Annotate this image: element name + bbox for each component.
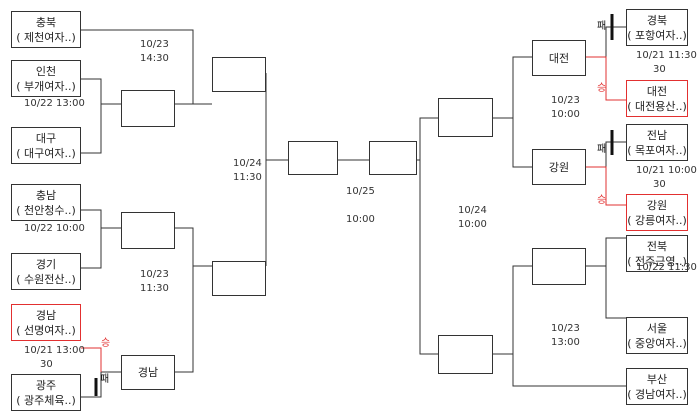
loss-mark-gyeongbuk: 패: [597, 21, 607, 32]
team-school: ( 강릉여자..): [627, 213, 687, 227]
team-school: ( 선명여자..): [16, 323, 76, 337]
schedule-gyeongnam-date: 10/21 13:00: [24, 345, 85, 356]
team-daejeon[interactable]: 대전 ( 대전용산..): [626, 80, 688, 117]
team-school: ( 대전용산..): [627, 99, 687, 113]
team-region: 부산: [646, 372, 668, 386]
slot-right-r2-bottom: [438, 335, 493, 374]
team-jeonnam[interactable]: 전남 ( 목포여자..): [626, 124, 688, 161]
team-school: ( 제천여자..): [16, 30, 76, 44]
team-jeonbuk[interactable]: 전북 ( 전주근영..): [626, 235, 688, 272]
schedule-gyeongbuk-extra: 30: [653, 64, 666, 75]
team-busan[interactable]: 부산 ( 경남여자..): [626, 368, 688, 405]
team-chungnam[interactable]: 충남 ( 천안청수..): [11, 184, 81, 221]
schedule-right-r1-top-date: 10/23: [551, 95, 580, 106]
schedule-left-r2-time: 11:30: [233, 172, 262, 183]
schedule-left-r1-bottom-time: 11:30: [140, 283, 169, 294]
team-region: 경남: [35, 308, 57, 322]
schedule-right-r2-time: 10:00: [458, 219, 487, 230]
team-school: ( 대구여자..): [16, 146, 76, 160]
team-school: ( 수원전산..): [16, 272, 76, 286]
team-gwangju[interactable]: 광주 ( 광주체육..): [11, 374, 81, 411]
team-region: 강원: [646, 198, 668, 212]
schedule-gyeongnam-extra: 30: [40, 359, 53, 370]
schedule-incheon: 10/22 13:00: [24, 98, 85, 109]
team-region: 인천: [35, 64, 57, 78]
schedule-left-r1-top-time: 14:30: [140, 53, 169, 64]
team-gangwon[interactable]: 강원 ( 강릉여자..): [626, 194, 688, 231]
schedule-jeonnam-date: 10/21 10:00: [636, 165, 697, 176]
schedule-final-date: 10/25: [346, 186, 375, 197]
team-region: 대전: [646, 84, 668, 98]
team-region: 경기: [35, 257, 57, 271]
team-region: 전북: [646, 239, 668, 253]
advanced-team: 대전: [548, 51, 570, 65]
advanced-team: 강원: [548, 160, 570, 174]
team-school: ( 중앙여자..): [627, 336, 687, 350]
team-region: 충남: [35, 188, 57, 202]
schedule-jeonnam-extra: 30: [653, 179, 666, 190]
loss-mark-gwangju: 패: [100, 374, 110, 385]
team-incheon[interactable]: 인천 ( 부개여자..): [11, 60, 81, 97]
team-school: ( 부개여자..): [16, 79, 76, 93]
slot-semifinal-right: [369, 141, 417, 175]
team-region: 서울: [646, 321, 668, 335]
schedule-chungnam: 10/22 10:00: [24, 223, 85, 234]
team-school: ( 경남여자..): [627, 387, 687, 401]
slot-right-gangwon[interactable]: 강원: [532, 149, 586, 185]
schedule-jeonbuk: 10/22 11:30: [636, 262, 697, 273]
slot-left-r2-top: [212, 57, 266, 92]
team-region: 광주: [35, 378, 57, 392]
slot-left-r1-top: [121, 90, 175, 127]
team-school: ( 전주근영..): [627, 254, 687, 268]
team-region: 대구: [35, 131, 57, 145]
schedule-right-r1-top-time: 10:00: [551, 109, 580, 120]
team-region: 경북: [646, 13, 668, 27]
schedule-final-time: 10:00: [346, 214, 375, 225]
win-mark-gyeongnam: 승: [101, 338, 111, 349]
team-region: 충북: [35, 15, 57, 29]
team-seoul[interactable]: 서울 ( 중앙여자..): [626, 317, 688, 354]
schedule-gyeongbuk-date: 10/21 11:30: [636, 50, 697, 61]
schedule-left-r2-date: 10/24: [233, 158, 262, 169]
team-region: 전남: [646, 128, 668, 142]
schedule-right-r2-date: 10/24: [458, 205, 487, 216]
win-mark-gangwon: 승: [597, 195, 607, 206]
team-daegu[interactable]: 대구 ( 대구여자..): [11, 127, 81, 164]
slot-left-r1-gyeongnam[interactable]: 경남: [121, 355, 175, 390]
team-gyeongbuk[interactable]: 경북 ( 포항여자..): [626, 9, 688, 46]
schedule-left-r1-bottom-date: 10/23: [140, 269, 169, 280]
team-chungbuk[interactable]: 충북 ( 제천여자..): [11, 11, 81, 48]
slot-right-daejeon[interactable]: 대전: [532, 40, 586, 76]
win-mark-daejeon: 승: [597, 83, 607, 94]
slot-left-r1-mid: [121, 212, 175, 249]
slot-left-r2-bottom: [212, 261, 266, 296]
slot-semifinal-left: [288, 141, 338, 175]
team-school: ( 광주체육..): [16, 393, 76, 407]
schedule-right-r1-bottom-time: 13:00: [551, 337, 580, 348]
team-school: ( 포항여자..): [627, 28, 687, 42]
team-gyeongnam[interactable]: 경남 ( 선명여자..): [11, 304, 81, 341]
slot-right-r1-bottom: [532, 248, 586, 285]
team-school: ( 천안청수..): [16, 203, 76, 217]
team-gyeonggi[interactable]: 경기 ( 수원전산..): [11, 253, 81, 290]
schedule-right-r1-bottom-date: 10/23: [551, 323, 580, 334]
schedule-left-r1-top-date: 10/23: [140, 39, 169, 50]
team-school: ( 목포여자..): [627, 143, 687, 157]
slot-right-r2-top: [438, 98, 493, 137]
advanced-team: 경남: [137, 366, 159, 379]
loss-mark-jeonnam: 패: [597, 144, 607, 155]
